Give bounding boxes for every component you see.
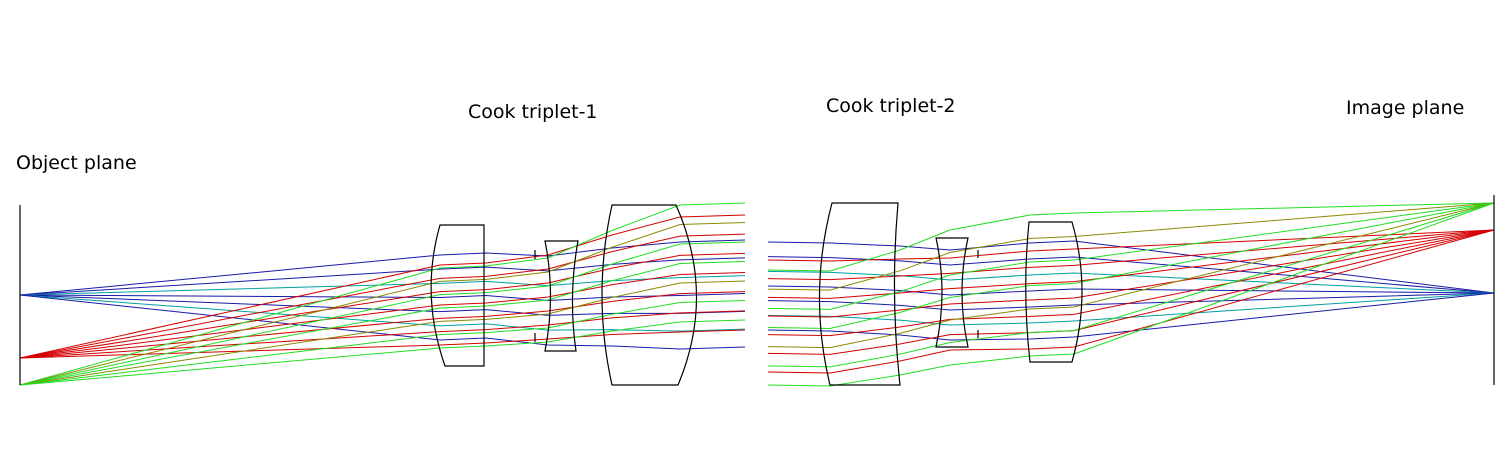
ray-right-green-1 bbox=[767, 202, 1495, 291]
cook-triplet-2-label: Cook triplet-2 bbox=[826, 95, 956, 117]
ray-right-red-1 bbox=[767, 229, 1495, 281]
ray-right-green-3 bbox=[767, 202, 1495, 330]
ray-left-green-3 bbox=[19, 261, 746, 386]
triplet-2-middle-lens bbox=[935, 237, 969, 348]
triplet-2-front-lens bbox=[818, 202, 901, 386]
ray-left-red-1 bbox=[19, 233, 746, 359]
ray-right-blue-1 bbox=[767, 256, 1495, 294]
triplet-1-front-lens bbox=[430, 224, 485, 367]
triplet-1-middle-lens bbox=[544, 240, 579, 352]
ray-left-blue-0 bbox=[19, 239, 746, 296]
ray-left-green-2 bbox=[19, 241, 746, 386]
cook-triplet-1-label: Cook triplet-1 bbox=[468, 101, 598, 123]
triplet-1-rear-lens bbox=[601, 204, 698, 386]
ray-left-blue-6 bbox=[19, 294, 746, 350]
ray-right-blue-5 bbox=[767, 292, 1495, 326]
image-plane-label: Image plane bbox=[1346, 97, 1465, 119]
ray-left-blue-1 bbox=[19, 257, 746, 296]
ray-left-red-5 bbox=[19, 310, 746, 359]
ray-left-green-5 bbox=[19, 300, 746, 386]
ray-right-blue-6 bbox=[767, 292, 1495, 341]
ray-right-green-2 bbox=[767, 202, 1495, 310]
ray-left-red-6 bbox=[19, 329, 746, 359]
ray-right-green-0 bbox=[767, 202, 1495, 272]
ray-left-red-4 bbox=[19, 291, 746, 359]
ray-left-red-3 bbox=[19, 272, 746, 359]
ray-left-green-4 bbox=[19, 280, 746, 386]
ray-right-green-5 bbox=[767, 202, 1495, 368]
lens-elements bbox=[19, 195, 1495, 386]
ray-bundles bbox=[19, 202, 1495, 387]
ray-right-red-3 bbox=[767, 229, 1495, 318]
ray-left-green-1 bbox=[19, 222, 746, 386]
ray-right-red-4 bbox=[767, 229, 1495, 337]
ray-right-red-0 bbox=[767, 229, 1495, 262]
ray-right-blue-3 bbox=[767, 285, 1495, 296]
ray-left-red-0 bbox=[19, 214, 746, 359]
ray-right-blue-4 bbox=[767, 292, 1495, 311]
triplet-2-rear-lens bbox=[1025, 221, 1083, 363]
ray-right-red-6 bbox=[767, 229, 1495, 374]
ray-right-red-2 bbox=[767, 229, 1495, 299]
object-plane-label: Object plane bbox=[16, 152, 137, 174]
ray-left-red-2 bbox=[19, 252, 746, 359]
ray-right-blue-2 bbox=[767, 270, 1495, 294]
ray-right-green-4 bbox=[767, 202, 1495, 349]
ray-right-blue-0 bbox=[767, 240, 1495, 294]
